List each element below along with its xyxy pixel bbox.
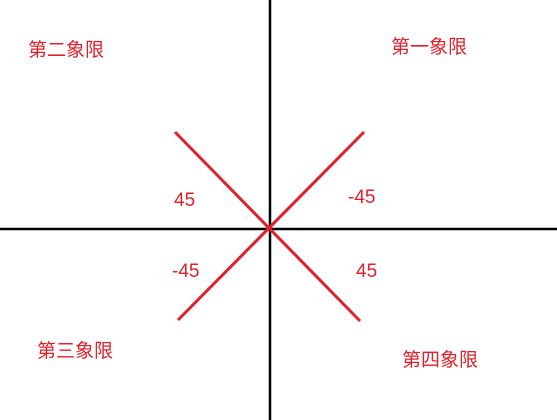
quadrant-2-label: 第二象限	[28, 39, 105, 61]
quadrant-3-label: 第三象限	[37, 340, 114, 362]
angle-label-lower-right: 45	[356, 261, 378, 282]
quadrant-4-label: 第四象限	[402, 349, 479, 371]
diagonal-line-negative-slope	[173, 130, 362, 323]
quadrant-1-label: 第一象限	[391, 36, 468, 58]
angle-label-upper-left: 45	[174, 190, 196, 211]
angle-label-upper-right: -45	[348, 187, 376, 208]
angle-label-lower-left: -45	[172, 261, 200, 282]
diagonal-line-positive-slope	[176, 130, 366, 322]
